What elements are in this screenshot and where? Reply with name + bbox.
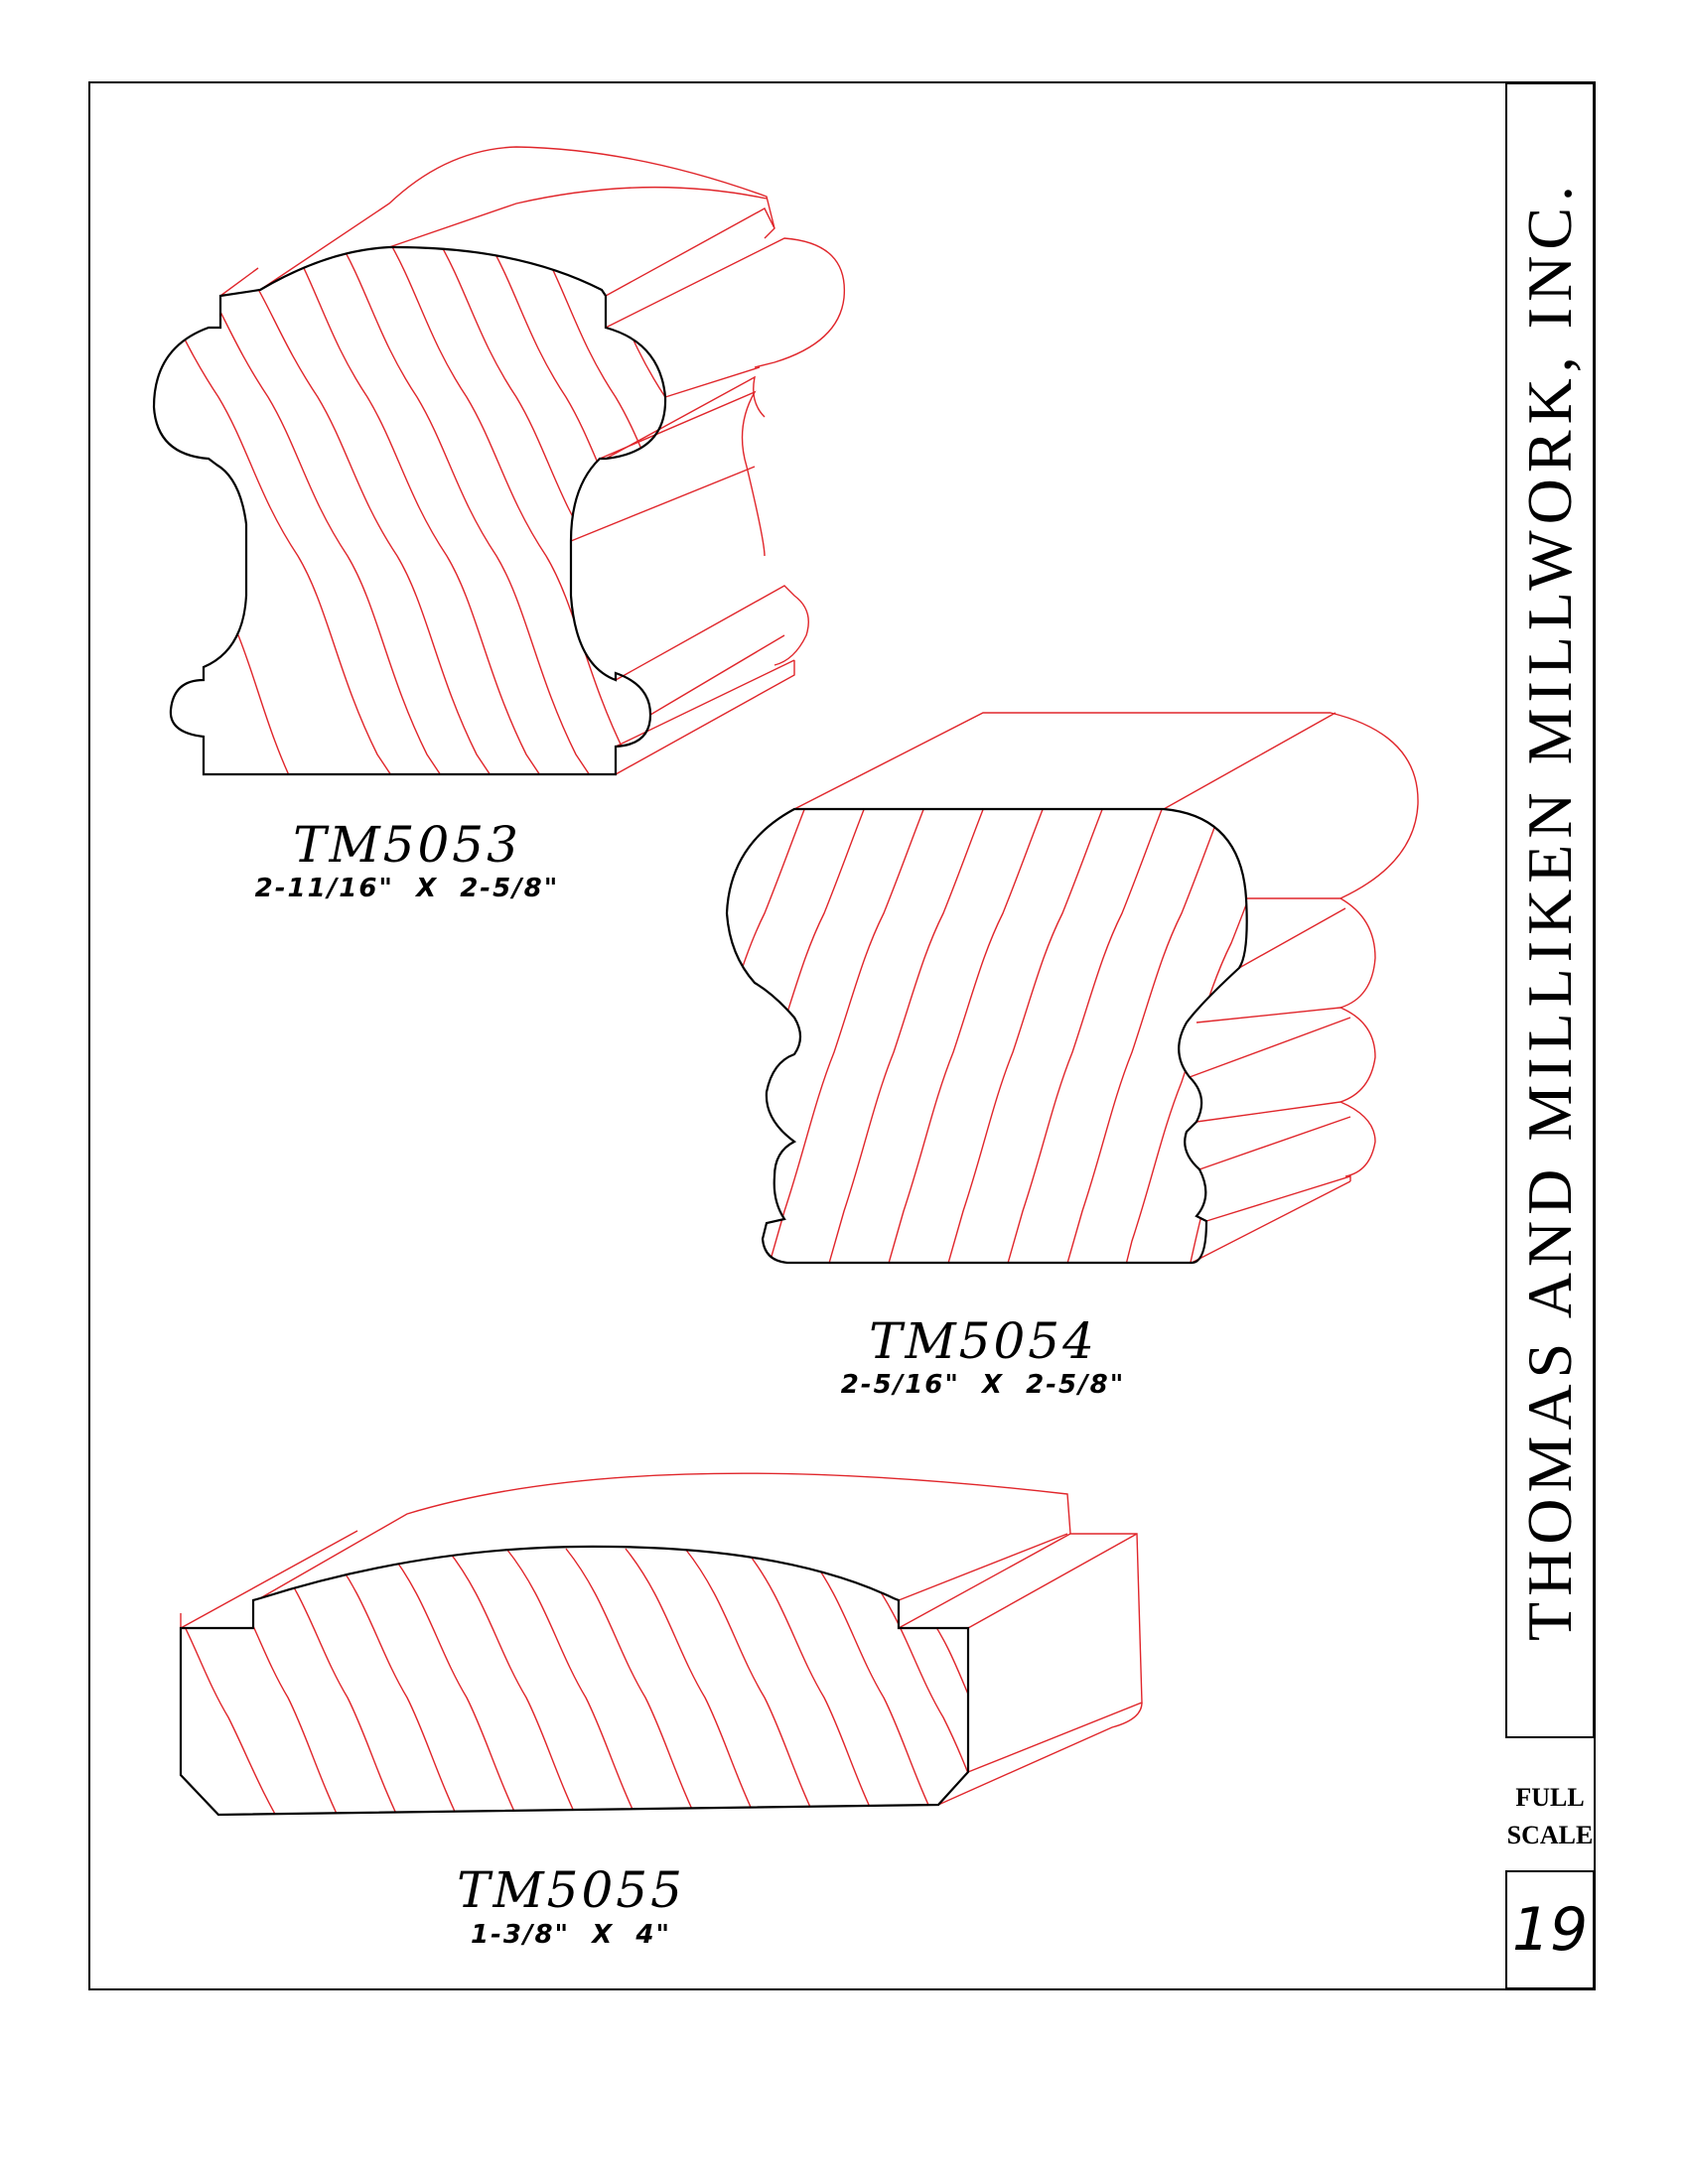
profile-dimensions-tm5054: 2-5/16" X 2-5/8" [840,1370,1126,1400]
company-name: THOMAS AND MILLIKEN MILLWORK, INC. [1514,179,1585,1642]
page-number-box: 19 [1505,1870,1595,1989]
profile-tm5055-drawing [179,1472,1143,1817]
profile-code-tm5053: TM5053 [293,816,521,874]
profile-dimensions-tm5055: 1-3/8" X 4" [471,1920,671,1950]
scale-note-line1: FULL [1515,1783,1585,1812]
title-block: THOMAS AND MILLIKEN MILLWORK, INC. [1505,82,1595,1738]
profile-code-tm5054: TM5054 [869,1312,1097,1370]
profile-dimensions-tm5053: 2-11/16" X 2-5/8" [254,874,560,903]
profile-tm5054-drawing [725,712,1419,1265]
profile-code-tm5055: TM5055 [457,1861,685,1919]
scale-note-line2: SCALE [1506,1821,1594,1849]
page-number: 19 [1511,1895,1589,1965]
drawing-border [88,81,1596,1990]
profile-tm5053-drawing [152,146,846,776]
scale-note: FULL SCALE [1505,1779,1595,1854]
